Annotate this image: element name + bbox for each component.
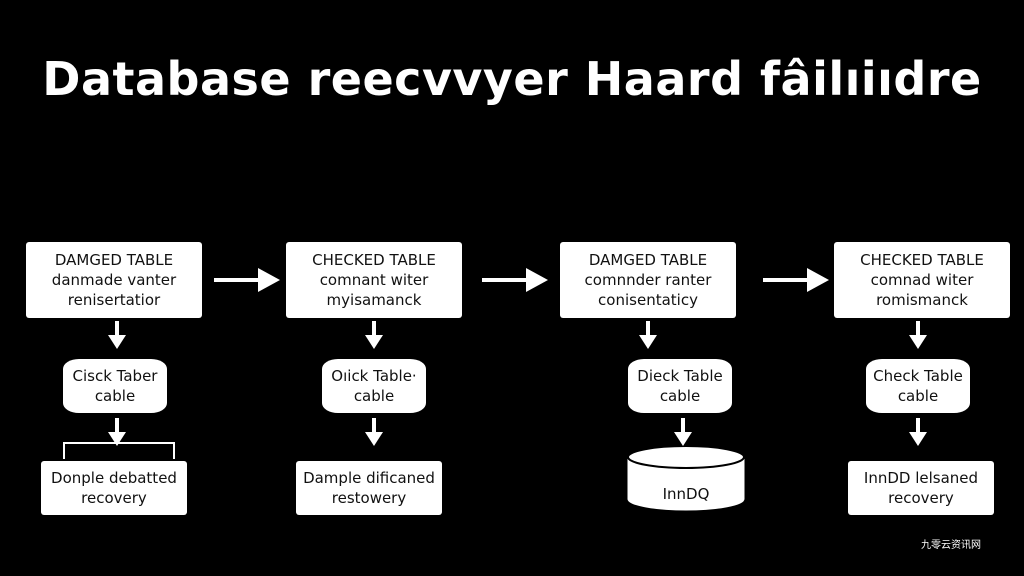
top-box-line: myisamanck (326, 291, 422, 309)
top-box-line: renisertatior (67, 291, 161, 309)
top-box-line: DAMGED TABLE (54, 251, 174, 269)
top-box-line: romismanck (876, 291, 968, 309)
top-box-line: DAMGED TABLE (588, 251, 708, 269)
mid-node-line: Cisck Taber (72, 367, 158, 385)
mid-node-line: Check Table (873, 367, 963, 385)
top-box-4: CHECKED TABLE comnad witer romismanck (834, 242, 1010, 318)
down-arrow-icon (365, 418, 383, 446)
diagram-title: Database reecvvyer Haard fâilıiıdre (42, 52, 982, 106)
mid-node-1: Cisck Taber cable (63, 359, 167, 413)
top-box-2: CHECKED TABLE comnant witer myisamanck (286, 242, 462, 318)
mid-node-line: Oıick Table· (331, 367, 417, 385)
mid-node-3: Dieck Table cable (628, 359, 732, 413)
right-arrow-icon (482, 268, 548, 292)
right-arrow-icon (214, 268, 280, 292)
down-arrow-icon (639, 321, 657, 349)
bottom-box-1: Donple debatted recovery (41, 461, 187, 515)
bracket-connector (63, 442, 175, 459)
bottom-box-line: Dample dificaned (303, 469, 435, 487)
top-box-3: DAMGED TABLE comnnder ranter conisentati… (560, 242, 736, 318)
top-box-line: conisentaticy (598, 291, 698, 309)
top-box-line: CHECKED TABLE (312, 251, 436, 269)
mid-node-4: Check Table cable (866, 359, 970, 413)
mid-node-line: cable (659, 387, 701, 405)
top-box-line: comnnder ranter (584, 271, 712, 289)
bottom-box-line: Donple debatted (51, 469, 177, 487)
top-box-1: DAMGED TABLE danmade vanter renisertatio… (26, 242, 202, 318)
bottom-box-line: recovery (888, 489, 954, 507)
mid-node-line: Dieck Table (637, 367, 723, 385)
bottom-box-2: Dample dificaned restowery (296, 461, 442, 515)
cylinder-label: InnDQ (662, 485, 710, 503)
top-box-line: danmade vanter (51, 271, 177, 289)
down-arrow-icon (108, 418, 126, 446)
bottom-box-line: restowery (331, 489, 407, 507)
down-arrow-icon (909, 321, 927, 349)
bottom-box-line: InnDD lelsaned (863, 469, 979, 487)
top-box-line: comnant witer (319, 271, 429, 289)
mid-node-2: Oıick Table· cable (322, 359, 426, 413)
database-cylinder (627, 445, 745, 511)
top-box-line: CHECKED TABLE (860, 251, 984, 269)
down-arrow-icon (365, 321, 383, 349)
down-arrow-icon (909, 418, 927, 446)
down-arrow-icon (674, 418, 692, 446)
mid-node-line: cable (353, 387, 395, 405)
bottom-box-line: recovery (81, 489, 147, 507)
mid-node-line: cable (94, 387, 136, 405)
top-box-line: comnad witer (870, 271, 974, 289)
down-arrow-icon (108, 321, 126, 349)
watermark: 九零云资讯网 (921, 540, 981, 551)
right-arrow-icon (763, 268, 829, 292)
bottom-box-4: InnDD lelsaned recovery (848, 461, 994, 515)
mid-node-line: cable (897, 387, 939, 405)
